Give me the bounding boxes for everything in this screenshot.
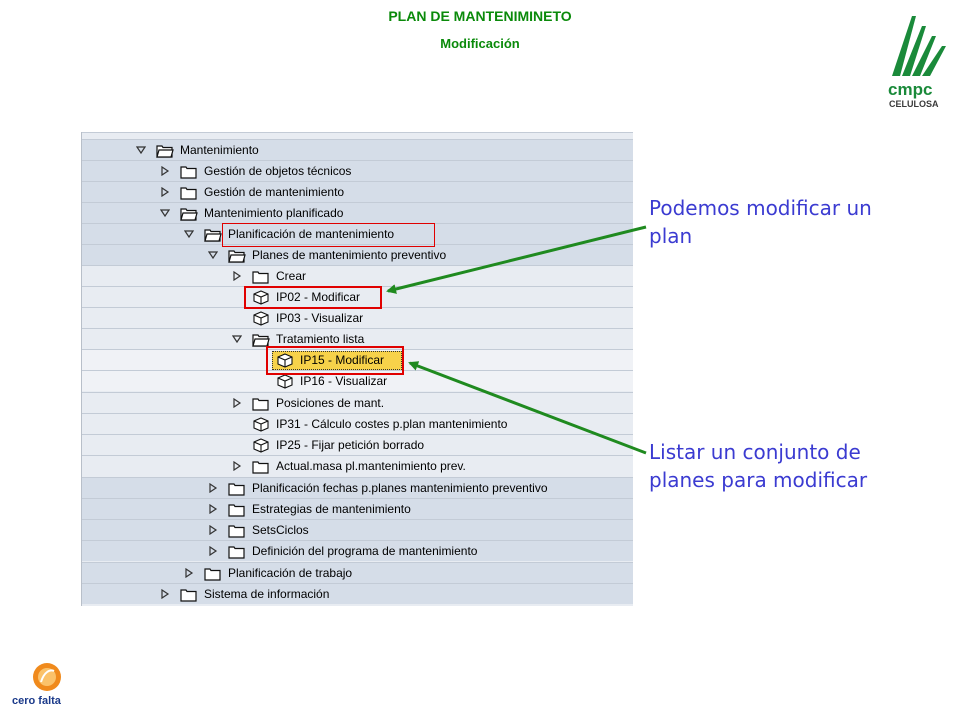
cero-falta-logo-text: cero falta <box>12 695 62 707</box>
callout-list-plans: Listar un conjunto de planes para modifi… <box>649 438 867 494</box>
tree-node-actual-masa[interactable]: Actual.masa pl.mantenimiento prev. <box>82 455 633 476</box>
folder-icon <box>204 568 221 581</box>
tree-node-label: Posiciones de mant. <box>276 396 385 410</box>
tree-node-gestion-objetos[interactable]: Gestión de objetos técnicos <box>82 160 633 181</box>
tree-node-ip03-visualizar[interactable]: IP03 - Visualizar <box>82 307 633 328</box>
folder-icon <box>228 483 245 496</box>
folder-icon <box>228 504 245 517</box>
page-subtitle: Modificación <box>440 36 520 51</box>
tree-node-definicion-programa[interactable]: Definición del programa de mantenimiento <box>82 540 633 561</box>
cmpc-logo-icon <box>892 16 946 76</box>
folder-icon <box>180 166 197 179</box>
triangle-right-icon[interactable] <box>208 546 218 556</box>
triangle-right-icon[interactable] <box>232 271 242 281</box>
folder-open-icon <box>228 250 246 263</box>
tree-node-label: Gestión de objetos técnicos <box>204 164 352 178</box>
tree-node-label: IP15 - Modificar <box>300 353 385 367</box>
tree-node-setsciclos[interactable]: SetsCiclos <box>82 519 633 540</box>
folder-icon <box>252 398 269 411</box>
triangle-right-icon[interactable] <box>232 461 242 471</box>
triangle-right-icon[interactable] <box>208 504 218 514</box>
cube-icon <box>277 374 293 389</box>
highlight-box-ip02 <box>244 286 382 309</box>
tree-node-label: Gestión de mantenimiento <box>204 185 345 199</box>
tree-row-top-partial <box>82 132 633 139</box>
tree-node-label: Sistema de información <box>204 587 330 601</box>
triangle-right-icon[interactable] <box>232 398 242 408</box>
selection-highlight <box>272 351 402 370</box>
folder-icon <box>228 525 245 538</box>
triangle-right-icon[interactable] <box>160 166 170 176</box>
folder-open-icon <box>156 145 174 158</box>
cube-icon <box>277 353 293 368</box>
cube-icon <box>253 290 269 305</box>
callout-modify-plan: Podemos modificar un plan <box>649 194 872 250</box>
page-title: PLAN DE MANTENIMINETO <box>388 8 572 24</box>
tree-node-ip25-fijar-peticion[interactable]: IP25 - Fijar petición borrado <box>82 434 633 455</box>
tree-node-mantenimiento-planificado[interactable]: Mantenimiento planificado <box>82 202 633 223</box>
tree-node-label: IP03 - Visualizar <box>276 311 364 325</box>
cube-icon <box>253 438 269 453</box>
triangle-right-icon[interactable] <box>208 483 218 493</box>
tree-node-estrategias[interactable]: Estrategias de mantenimiento <box>82 498 633 519</box>
cmpc-logo-subtext: CELULOSA <box>889 99 939 109</box>
tree-node-label: Planes de mantenimiento preventivo <box>252 248 447 262</box>
tree-node-posiciones-mant[interactable]: Posiciones de mant. <box>82 392 633 413</box>
folder-icon <box>252 461 269 474</box>
cmpc-logo-text: cmpc <box>888 80 933 99</box>
tree-node-label: IP31 - Cálculo costes p.plan mantenimien… <box>276 417 508 431</box>
tree-node-label: Mantenimiento <box>180 143 259 157</box>
triangle-down-icon[interactable] <box>136 145 146 155</box>
folder-icon <box>228 546 245 559</box>
tree-node-label: Planificación de mantenimiento <box>228 227 395 241</box>
tree-node-gestion-mantenimiento[interactable]: Gestión de mantenimiento <box>82 181 633 202</box>
folder-open-icon <box>252 334 270 347</box>
folder-icon <box>180 187 197 200</box>
tree-node-label: Planificación de trabajo <box>228 566 353 580</box>
tree-node-mantenimiento[interactable]: Mantenimiento <box>82 139 633 160</box>
tree-node-label: Planificación fechas p.planes mantenimie… <box>252 481 548 495</box>
cube-icon <box>253 417 269 432</box>
triangle-right-icon[interactable] <box>160 589 170 599</box>
tree-node-planificacion-trabajo[interactable]: Planificación de trabajo <box>82 562 633 583</box>
folder-icon <box>252 271 269 284</box>
triangle-down-icon[interactable] <box>160 208 170 218</box>
tree-node-label: Tratamiento lista <box>276 332 365 346</box>
tree-node-label: SetsCiclos <box>252 523 309 537</box>
folder-open-icon <box>204 229 222 242</box>
tree-node-label: Crear <box>276 269 307 283</box>
callout-text-line: planes para modificar <box>649 468 868 492</box>
triangle-down-icon[interactable] <box>184 229 194 239</box>
tree-node-label: IP25 - Fijar petición borrado <box>276 438 425 452</box>
callout-text-line: plan <box>649 224 693 248</box>
triangle-right-icon[interactable] <box>208 525 218 535</box>
triangle-down-icon[interactable] <box>208 250 218 260</box>
cube-icon <box>253 311 269 326</box>
tree-node-label: Actual.masa pl.mantenimiento prev. <box>276 459 466 473</box>
highlight-box-ip15 <box>266 346 404 375</box>
tree-node-ip31-calculo-costes[interactable]: IP31 - Cálculo costes p.plan mantenimien… <box>82 413 633 434</box>
highlight-box-planificacion <box>222 223 435 247</box>
tree-node-label: Mantenimiento planificado <box>204 206 344 220</box>
folder-open-icon <box>180 208 198 221</box>
callout-text-line: Listar un conjunto de <box>649 440 861 464</box>
triangle-right-icon[interactable] <box>160 187 170 197</box>
tree-node-planificacion-fechas[interactable]: Planificación fechas p.planes mantenimie… <box>82 477 633 498</box>
callout-text-line: Podemos modificar un <box>649 196 872 220</box>
tree-node-planes-preventivo[interactable]: Planes de mantenimiento preventivo <box>82 244 633 265</box>
folder-icon <box>180 589 197 602</box>
triangle-down-icon[interactable] <box>232 334 242 344</box>
tree-node-label: IP02 - Modificar <box>276 290 361 304</box>
sap-menu-tree: Mantenimiento Gestión de objetos técnico… <box>81 132 633 606</box>
tree-node-label: Definición del programa de mantenimiento <box>252 544 478 558</box>
tree-node-sistema-informacion[interactable]: Sistema de información <box>82 583 633 604</box>
triangle-right-icon[interactable] <box>184 568 194 578</box>
tree-node-label: Estrategias de mantenimiento <box>252 502 411 516</box>
cero-falta-logo-icon: cero falta <box>12 663 62 707</box>
tree-node-label: IP16 - Visualizar <box>300 374 388 388</box>
tree-node-crear[interactable]: Crear <box>82 265 633 286</box>
